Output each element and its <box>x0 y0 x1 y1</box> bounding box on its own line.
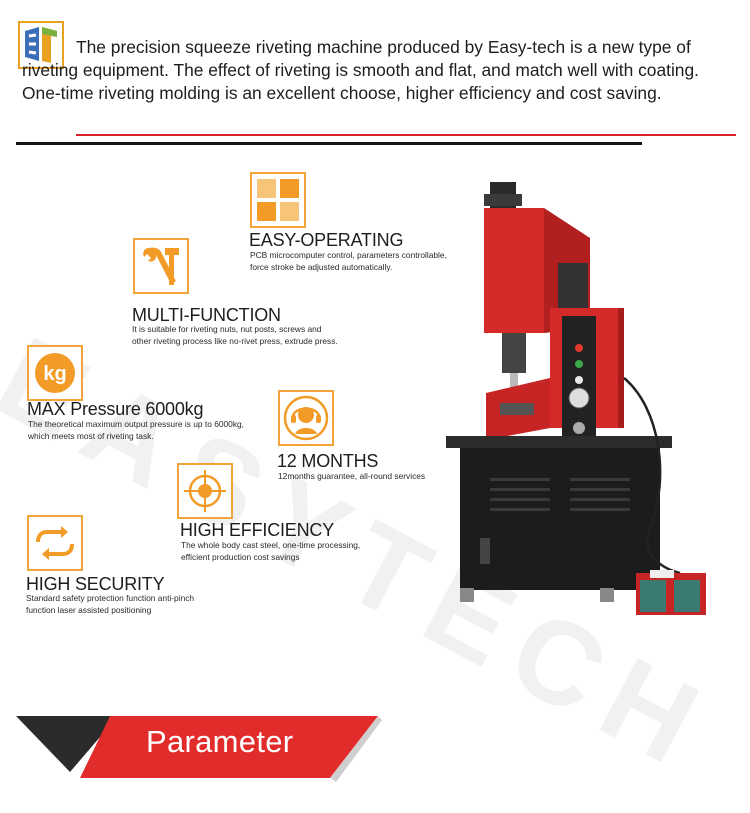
tools-icon <box>133 238 189 294</box>
feature-desc-max-pressure: The theoretical maximum output pressure … <box>28 419 244 441</box>
target-icon <box>177 463 233 519</box>
divider-black <box>16 142 642 145</box>
feature-desc-high-security: Standard safety protection function anti… <box>26 593 195 615</box>
parameter-banner <box>16 716 382 782</box>
feature-title-max-pressure: MAX Pressure 6000kg <box>27 399 204 419</box>
feature-desc-easy-operating: PCB microcomputer control, parameters co… <box>250 250 447 272</box>
feature-desc-12-months: 12months guarantee, all-round services <box>278 471 426 481</box>
feature-title-high-security: HIGH SECURITY <box>26 574 165 594</box>
feature-desc-multi-function: It is suitable for riveting nuts, nut po… <box>132 324 338 346</box>
divider-red <box>76 134 736 136</box>
feature-desc-high-efficiency: The whole body cast steel, one-time proc… <box>181 540 361 562</box>
riveting-machine-image <box>446 182 706 615</box>
headset-support-icon <box>278 390 334 446</box>
refresh-cycle-icon <box>27 515 83 571</box>
section-heading-parameter: Parameter <box>146 724 294 759</box>
feature-title-high-efficiency: HIGH EFFICIENCY <box>180 520 335 540</box>
easytech-logo <box>18 21 64 69</box>
svg-text:kg: kg <box>43 363 66 385</box>
feature-title-easy-operating: EASY-OPERATING <box>249 230 404 250</box>
grid-squares-icon <box>250 172 306 228</box>
feature-title-multi-function: MULTI-FUNCTION <box>132 305 281 325</box>
kg-weight-icon: kg <box>27 345 83 401</box>
feature-title-12-months: 12 MONTHS <box>277 451 379 471</box>
intro-paragraph: The precision squeeze riveting machine p… <box>22 37 699 103</box>
